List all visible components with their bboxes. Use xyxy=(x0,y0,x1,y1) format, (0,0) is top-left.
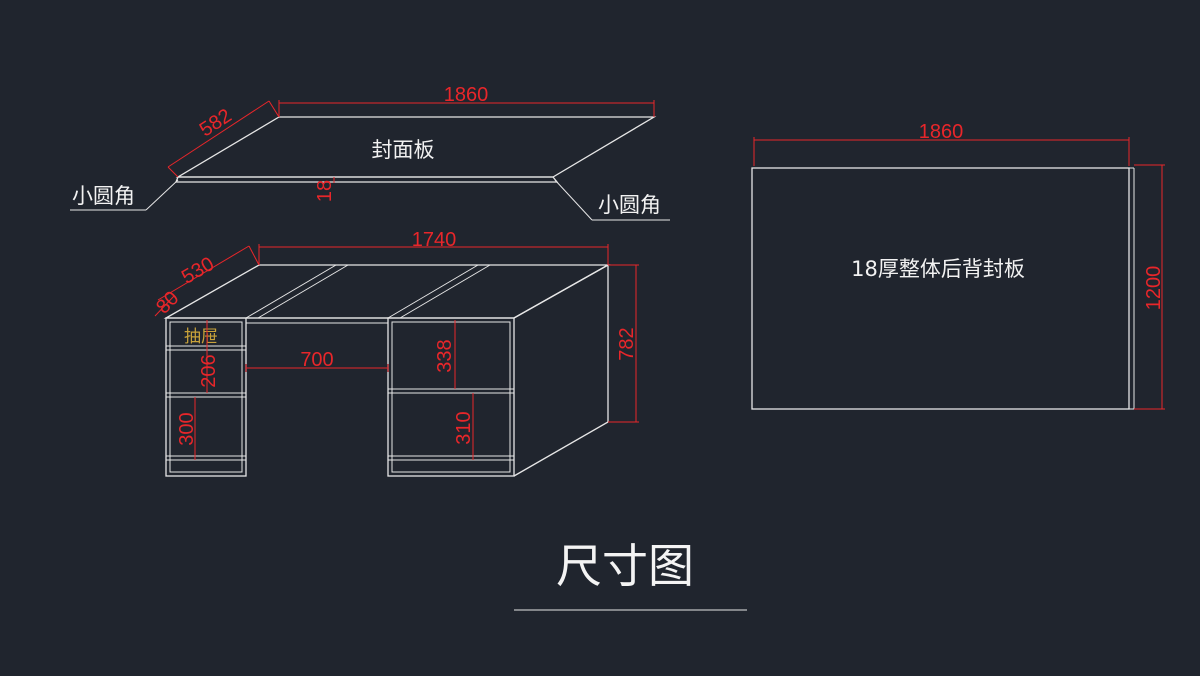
desk-height-text: 782 xyxy=(616,327,638,360)
desk-width-text: 1740 xyxy=(412,229,457,251)
left-shelf-text: 300 xyxy=(176,412,198,445)
knee-space-text: 700 xyxy=(300,349,333,371)
top-panel-thickness-text: 18 xyxy=(314,180,336,202)
back-panel-height-text: 1200 xyxy=(1143,266,1165,311)
desk-small-dimension: 80 xyxy=(152,287,183,318)
corner-note-left: 小圆角 xyxy=(70,179,179,211)
desk-width-dimension: 1740 xyxy=(258,229,609,265)
back-panel-width-text: 1860 xyxy=(919,121,964,143)
top-panel-length-text: 1860 xyxy=(444,84,489,106)
knee-space-dimension: 700 xyxy=(245,349,389,372)
top-panel-edge xyxy=(175,176,559,183)
corner-note-right: 小圆角 xyxy=(554,179,670,221)
drawing-title: 尺寸图 xyxy=(514,539,747,611)
top-panel-thickness-dimension: 18 xyxy=(314,177,336,202)
top-panel-length-dimension: 1860 xyxy=(278,84,655,117)
left-drawer-dimension: 206 xyxy=(198,320,220,393)
right-upper-dimension: 338 xyxy=(434,320,456,389)
top-panel: 封面板 1860 582 18 小圆角 小圆角 xyxy=(70,84,670,221)
desk-right-side xyxy=(513,263,609,477)
right-lower-dimension: 310 xyxy=(453,393,475,460)
drawer-label: 抽屉 xyxy=(184,327,218,347)
corner-left-label: 小圆角 xyxy=(72,184,135,208)
desk-depth-text: 530 xyxy=(178,253,218,289)
right-pedestal xyxy=(387,317,515,477)
back-panel-width-dimension: 1860 xyxy=(753,121,1130,166)
desk-height-dimension: 782 xyxy=(608,264,639,423)
back-panel-height-dimension: 1200 xyxy=(1134,164,1165,410)
back-panel-label: 18厚整体后背封板 xyxy=(851,257,1025,281)
desk-top-surface xyxy=(163,264,611,319)
right-upper-text: 338 xyxy=(434,339,456,372)
back-panel-outline xyxy=(751,167,1130,410)
left-shelf-dimension: 300 xyxy=(176,397,198,460)
top-panel-depth-text: 582 xyxy=(196,105,236,142)
left-pedestal xyxy=(165,317,247,477)
top-panel-depth-dimension: 582 xyxy=(167,100,280,178)
right-lower-text: 310 xyxy=(453,411,475,444)
desk-drawing: 抽屉 1740 530 80 782 xyxy=(152,229,639,477)
left-drawer-text: 206 xyxy=(198,354,220,387)
corner-right-label: 小圆角 xyxy=(598,193,661,217)
top-panel-label: 封面板 xyxy=(372,138,435,162)
back-panel: 18厚整体后背封板 1860 1200 xyxy=(751,121,1165,410)
title-text: 尺寸图 xyxy=(556,539,694,593)
